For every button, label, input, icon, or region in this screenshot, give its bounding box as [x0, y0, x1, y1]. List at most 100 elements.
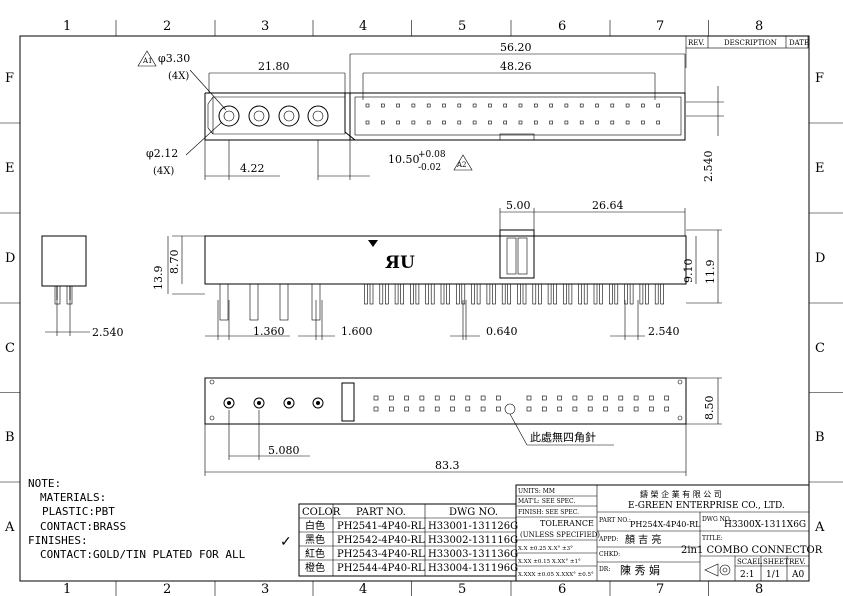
dr-label: DR: [599, 566, 610, 573]
dim-26-64: 26.64 [592, 199, 624, 212]
title-label: TITLE: [702, 535, 723, 542]
top-pin [564, 103, 569, 108]
bottom-pin [664, 406, 670, 412]
bottom-pin [649, 406, 654, 412]
no-pin-note: 此處無四角針 [530, 430, 596, 444]
bottom-pin [649, 395, 654, 401]
bottom-pin [618, 395, 624, 401]
part-color: 白色 [305, 519, 325, 532]
signal-pin [563, 283, 567, 305]
dim-56-20: 56.20 [500, 41, 532, 54]
signal-pin [455, 283, 460, 305]
signal-pin [492, 283, 496, 305]
tol-minus: -0.02 [418, 163, 441, 173]
bottom-pin [373, 406, 379, 412]
signal-pin [507, 283, 512, 305]
bottom-pin [541, 406, 547, 412]
zone-row-left: F [5, 71, 14, 86]
finish: FINISH: SEE SPEC. [518, 509, 579, 516]
zone-col-top: 2 [163, 19, 171, 34]
scale: 2:1 [740, 570, 754, 580]
top-pin [457, 120, 462, 125]
signal-pin [400, 283, 404, 305]
zone-row-right: D [815, 251, 825, 266]
top-pin [411, 120, 416, 125]
zone-col-top: 4 [359, 19, 367, 34]
signal-pin [522, 283, 527, 305]
zone-col-top: 6 [558, 19, 566, 34]
signal-pin [660, 283, 665, 305]
power-pin [249, 283, 259, 321]
signal-pin [394, 283, 399, 305]
hole-4 [307, 105, 329, 127]
title-block: UNITS: MM MAT'L: SEE SPEC. FINISH: SEE S… [515, 484, 823, 582]
zone-col-bottom: 8 [755, 582, 763, 596]
notes-materials: MATERIALS: [40, 491, 106, 504]
dwg-no: H3300X-1311X6G [724, 520, 806, 530]
signal-pin [440, 283, 445, 305]
bottom-pin [496, 406, 501, 412]
hole-3 [278, 105, 300, 127]
top-pin [610, 103, 615, 108]
top-pin [503, 120, 508, 125]
bottom-pin [603, 406, 608, 412]
top-pin [641, 103, 645, 108]
signal-pin [471, 283, 475, 305]
tolerance: TOLERANCE [540, 519, 594, 528]
part-number: PH2544-4P40-RL [337, 563, 425, 574]
zone-row-right: F [815, 71, 824, 86]
signal-pin [654, 283, 659, 305]
zone-col-top: 3 [261, 19, 269, 34]
bottom-pin [633, 406, 639, 412]
notes-finish-contact: CONTACT:GOLD/TIN PLATED FOR ALL [40, 548, 246, 561]
bottom-pin [541, 395, 547, 401]
bottom-pin [618, 406, 624, 412]
dwg-no-label: DWG NO. [702, 516, 731, 523]
dim-1-600: 1.600 [341, 325, 373, 338]
top-pin [518, 120, 523, 125]
signal-pin [501, 283, 506, 305]
zone-row-left: A [4, 520, 15, 535]
bottom-pin [526, 395, 532, 401]
title: 2in1 COMBO CONNECTOR [681, 545, 823, 556]
top-pin [472, 103, 477, 108]
dim-2-540-top: 2.540 [702, 151, 715, 183]
zone-row-right: B [815, 430, 825, 445]
zone-col-top: 8 [755, 19, 763, 34]
bottom-pin [434, 406, 440, 412]
top-pin-array [365, 103, 661, 125]
dim-11-9: 11.9 [704, 260, 717, 285]
top-pin [488, 103, 492, 108]
marker-a1: A1 [142, 57, 153, 65]
zone-col-top: 5 [458, 19, 466, 34]
tol-row-1: X.X ±0.25 X.X° ±3° [518, 546, 573, 552]
zone-row-right: E [815, 161, 825, 176]
signal-pin [379, 283, 384, 305]
rev: A0 [791, 570, 804, 580]
bottom-pin [388, 406, 394, 412]
dwg-number: H33004-131196G [428, 563, 518, 574]
bottom-hole-4 [312, 397, 324, 409]
bottom-pin [388, 395, 394, 401]
part-number: PH2543-4P40-RL [337, 549, 425, 560]
bottom-pin [603, 395, 608, 401]
top-pin [595, 103, 599, 108]
signal-pin [629, 283, 634, 305]
bottom-pin [526, 406, 532, 412]
top-pin [426, 103, 431, 108]
top-pin [641, 120, 645, 125]
company-en: E-GREEN ENTERPRISE CO., LTD. [628, 501, 785, 511]
company-cn: 鑄 榮 企 業 有 限 公 司 [640, 489, 722, 499]
top-pin [656, 120, 661, 125]
ul-mark: ЯU [385, 253, 415, 273]
zone-col-bottom: 7 [656, 582, 664, 596]
part-number: PH2541-4P40-RL [337, 521, 425, 532]
top-pin [595, 120, 599, 125]
top-pin [472, 120, 477, 125]
top-pin [380, 103, 385, 108]
tol-plus: +0.08 [418, 150, 446, 160]
